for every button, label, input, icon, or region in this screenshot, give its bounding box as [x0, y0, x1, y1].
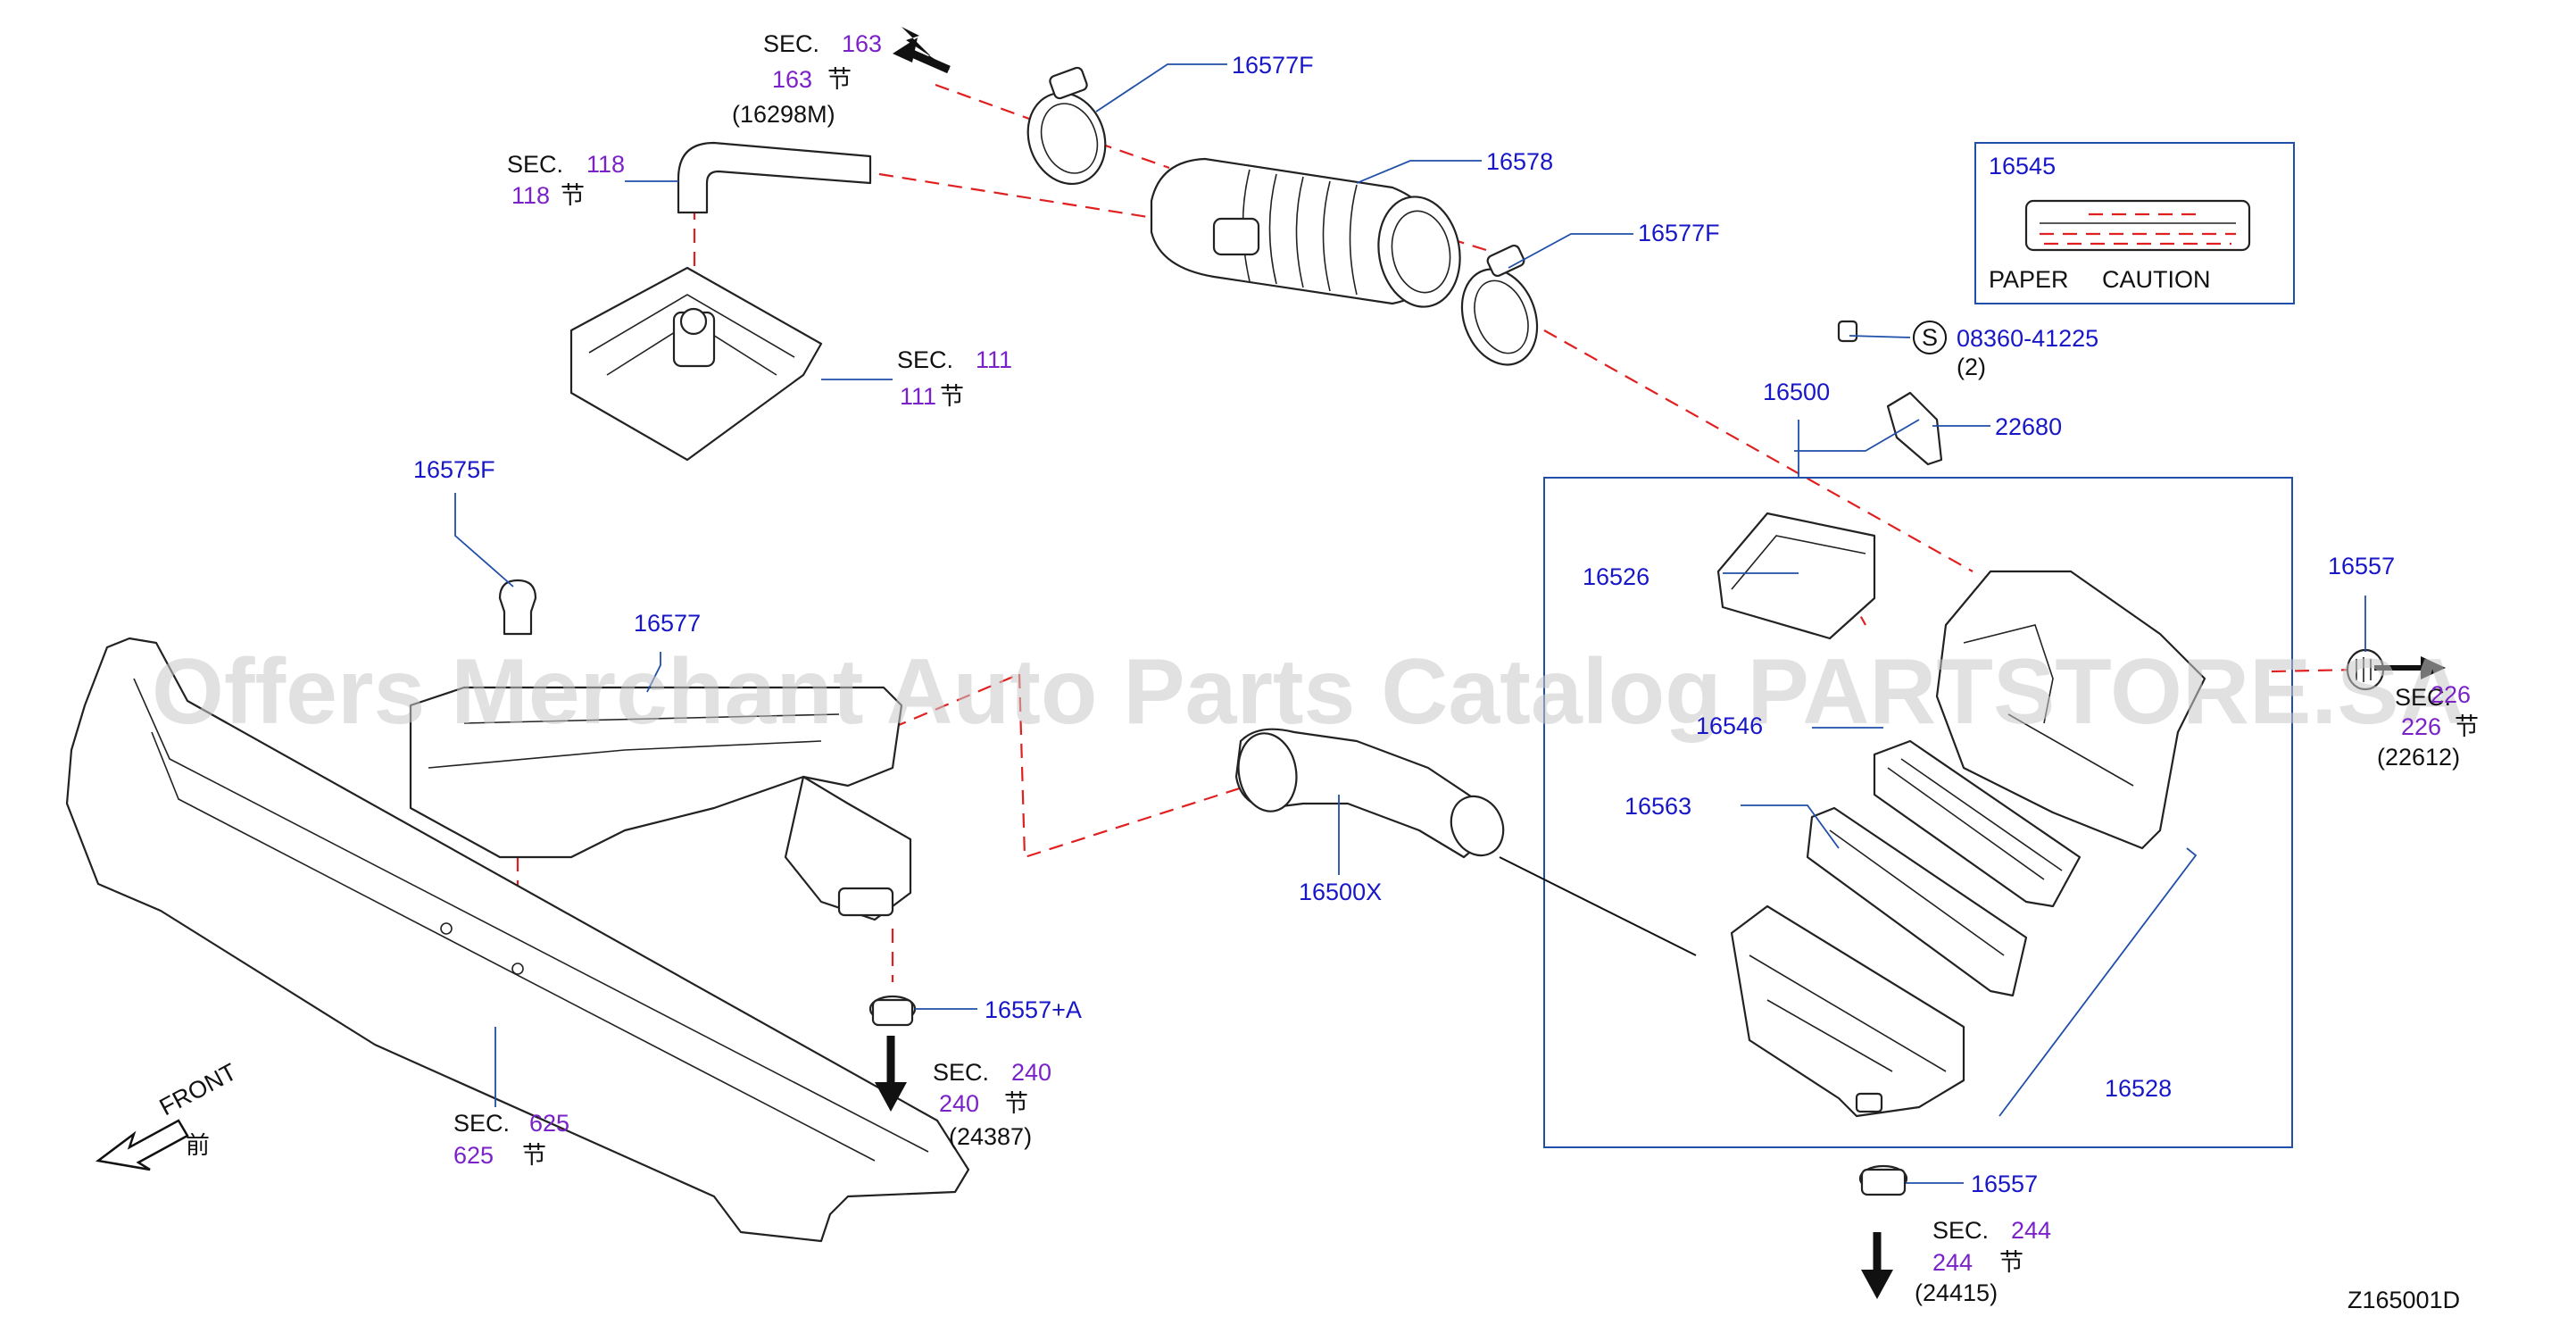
- air-cleaner-lower-case: [1730, 904, 1965, 1118]
- sec-cn: 节: [522, 1142, 546, 1169]
- sec-cn: 节: [940, 383, 964, 410]
- sec-244-label: SEC. 244 244 节 (24415): [1915, 1217, 2051, 1306]
- sec-number-cn: 240: [939, 1090, 979, 1117]
- sec-number: 226: [2431, 681, 2471, 708]
- air-cleaner-upper-case: [1935, 570, 2206, 850]
- part-16500[interactable]: 16500: [1763, 379, 1830, 405]
- sec-prefix: SEC.: [897, 346, 953, 373]
- sec-cn: 节: [1004, 1090, 1028, 1117]
- sec-226-label: SEC. 226 226 节 (22612): [2377, 681, 2479, 771]
- cover-16526: [1716, 512, 1876, 640]
- radiator-core-support: [65, 637, 970, 1243]
- sec-prefix: SEC.: [507, 151, 563, 178]
- sec-prefix: SEC.: [2395, 684, 2451, 711]
- standard-part-symbol-text: S: [1922, 324, 1938, 351]
- sec-number: 244: [2011, 1217, 2051, 1244]
- sec-prefix: SEC.: [933, 1059, 989, 1086]
- air-inlet-duct: [409, 686, 912, 921]
- sec-number: 163: [842, 30, 882, 57]
- sec-number-cn: 118: [511, 182, 550, 209]
- sec-number: 625: [529, 1110, 569, 1137]
- sec-111-label: SEC. 111 111 节: [897, 346, 1012, 410]
- caution-label-box: [1974, 142, 2295, 304]
- grommet-16557-lower: [1858, 1164, 1908, 1196]
- part-16557-lower[interactable]: 16557: [1971, 1171, 2038, 1197]
- breather-hose: [677, 141, 872, 214]
- sec-ref: (16298M): [732, 101, 835, 128]
- sec-prefix: SEC.: [453, 1110, 510, 1137]
- sec-240-label: SEC. 240 240 节 (24387): [933, 1059, 1051, 1150]
- diagram-id: Z165001D: [2347, 1287, 2460, 1313]
- part-16563[interactable]: 16563: [1625, 793, 1691, 820]
- filter-element: [1873, 739, 2082, 908]
- caution-paper-text: PAPER: [1989, 266, 2069, 293]
- clip-16575f: [498, 579, 537, 636]
- part-16526[interactable]: 16526: [1583, 563, 1649, 590]
- sec-number: 111: [976, 346, 1012, 373]
- sec-number-cn: 244: [1932, 1249, 1973, 1276]
- sec-prefix: SEC.: [763, 30, 819, 57]
- part-22680[interactable]: 22680: [1995, 413, 2062, 440]
- sec-cn: 节: [2455, 713, 2479, 740]
- air-intake-resonator: [1234, 728, 1505, 859]
- sec-cn: 节: [1999, 1249, 2023, 1276]
- sec-number-cn: 111: [900, 383, 936, 410]
- rocker-cover: [569, 266, 823, 462]
- part-16557a[interactable]: 16557+A: [985, 996, 1082, 1023]
- sec-prefix: SEC.: [1932, 1217, 1989, 1244]
- part-16557-right[interactable]: 16557: [2328, 553, 2395, 579]
- sec-number-cn: 226: [2401, 713, 2441, 740]
- watermark: Offers Merchant Auto Parts Catalog PARTS…: [152, 640, 2466, 744]
- part-16577f-lower[interactable]: 16577F: [1638, 220, 1720, 246]
- sec-number: 240: [1011, 1059, 1051, 1086]
- sec-cn: 节: [561, 182, 585, 209]
- part-16500x[interactable]: 16500X: [1299, 879, 1382, 905]
- air-cleaner-assembly-frame: [1543, 477, 2293, 1148]
- sec-number: 118: [586, 151, 625, 178]
- sec-ref: (24387): [949, 1123, 1032, 1150]
- part-16577[interactable]: 16577: [634, 610, 701, 637]
- front-label: FRONT: [155, 1058, 241, 1121]
- part-16577f-upper[interactable]: 16577F: [1232, 52, 1314, 79]
- hose-clamp-upper: [1026, 66, 1107, 186]
- part-16575f[interactable]: 16575F: [413, 456, 495, 483]
- frame-16563: [1806, 806, 2028, 997]
- direction-arrows: [95, 27, 2446, 1299]
- hose-clamp-lower: [1460, 244, 1539, 366]
- air-duct-hose: [1150, 157, 1461, 308]
- sec-number-cn: 625: [453, 1142, 494, 1169]
- part-16578[interactable]: 16578: [1486, 148, 1553, 175]
- sec-ref: (24415): [1915, 1279, 1998, 1306]
- grommet-16557a: [868, 995, 917, 1027]
- part-08360-41225[interactable]: 08360-41225: [1957, 325, 2098, 352]
- sec-163-label: SEC. 163 163 节 (16298M): [732, 30, 882, 128]
- part-16528[interactable]: 16528: [2105, 1075, 2172, 1102]
- sec-ref: (22612): [2377, 744, 2460, 771]
- caution-caution-text: CAUTION: [2102, 266, 2211, 293]
- front-label-cn: 前: [186, 1132, 210, 1159]
- part-16546[interactable]: 16546: [1696, 712, 1763, 739]
- mass-air-flow-sensor: [1837, 320, 1943, 466]
- sec-number-cn: 163: [772, 66, 812, 93]
- sec-625-label: SEC. 625 625 节: [453, 1110, 569, 1169]
- part-16545[interactable]: 16545: [1989, 153, 2056, 179]
- standard-part-symbol: [1913, 321, 1947, 354]
- part-08360-qty: (2): [1957, 354, 1986, 380]
- leader-lines: [454, 63, 2366, 1184]
- sec-cn: 节: [827, 66, 852, 93]
- sec-118-label: SEC. 118 118 节: [507, 151, 625, 209]
